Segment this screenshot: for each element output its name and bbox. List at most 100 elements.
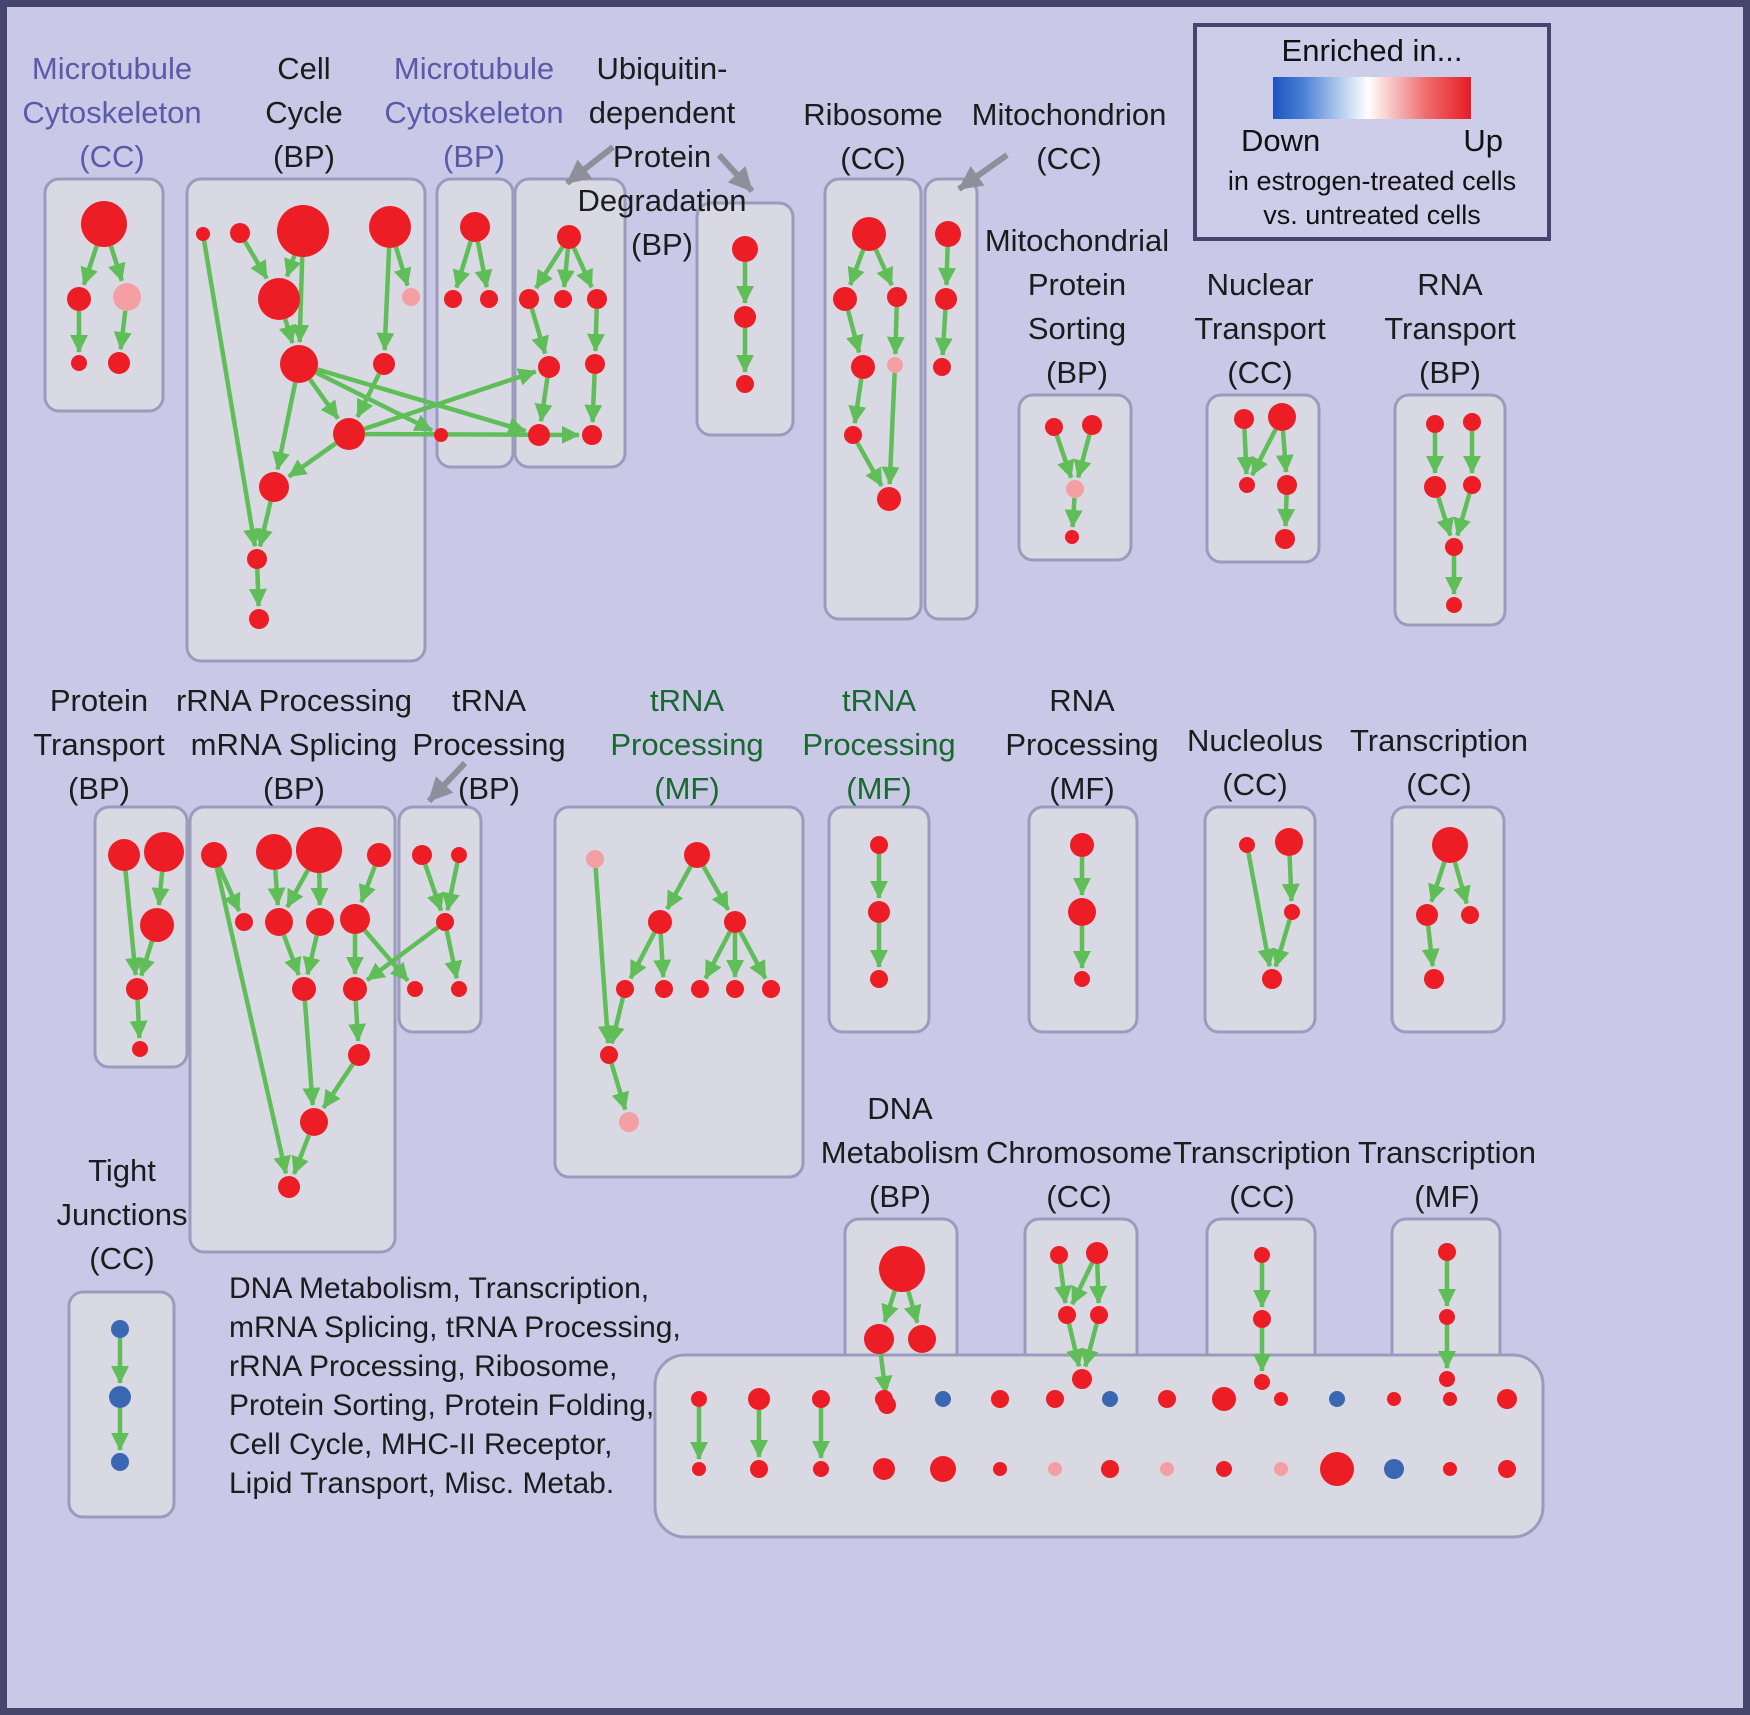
go-term-node-red	[616, 980, 634, 998]
go-term-node-red	[340, 904, 370, 934]
go-term-node-blue	[1329, 1391, 1345, 1407]
edge-arrow	[1070, 1261, 1095, 1306]
go-term-node-red	[1497, 1389, 1517, 1409]
go-term-node-red	[993, 1462, 1007, 1476]
edge-arrow	[108, 245, 126, 282]
edge-arrow	[609, 1062, 630, 1111]
edge-arrow	[1271, 919, 1292, 968]
edge-arrow	[129, 999, 148, 1039]
go-term-node-red	[724, 911, 746, 933]
edge-arrow	[442, 862, 460, 912]
go-term-node-blue	[1102, 1391, 1118, 1407]
go-term-node-red	[300, 1108, 328, 1136]
legend-down-label: Down	[1241, 123, 1321, 158]
go-term-node-red	[833, 287, 857, 311]
go-term-node-blue	[111, 1320, 129, 1338]
go-term-node-red	[933, 358, 951, 376]
go-term-node-red	[1439, 1371, 1455, 1387]
edge-arrow	[903, 1290, 922, 1324]
legend-title: Enriched in...	[1281, 33, 1463, 68]
go-term-node-red	[930, 1456, 956, 1482]
go-term-node-red	[1158, 1390, 1176, 1408]
go-term-node-red	[292, 977, 316, 1001]
go-term-node-red	[277, 205, 329, 257]
go-term-node-red	[1216, 1461, 1232, 1477]
edge-arrow	[278, 318, 297, 344]
edge-arrow	[474, 241, 493, 289]
legend-subtitle-2: vs. untreated cells	[1263, 200, 1481, 230]
edge-arrow	[593, 867, 616, 1044]
go-term-node-red	[1072, 1369, 1092, 1389]
go-term-node-red	[436, 913, 454, 931]
go-term-node-red	[736, 375, 754, 393]
go-term-node-blue	[109, 1386, 131, 1408]
go-term-node-red	[1284, 904, 1300, 920]
go-term-node-red	[132, 1041, 148, 1057]
go-term-node-blue	[935, 1391, 951, 1407]
go-term-node-red	[648, 910, 672, 934]
go-term-node-red	[748, 1388, 770, 1410]
go-term-node-red	[280, 345, 318, 383]
go-term-node-red	[144, 832, 184, 872]
go-term-node-red	[852, 217, 886, 251]
go-term-node-pink	[887, 357, 903, 373]
go-term-node-red	[691, 980, 709, 998]
go-term-node-red	[1387, 1392, 1401, 1406]
label-pointer-arrow	[426, 760, 468, 804]
go-term-node-red	[67, 287, 91, 311]
go-term-node-red	[582, 425, 602, 445]
go-term-node-red	[1101, 1460, 1119, 1478]
go-term-node-red	[480, 290, 498, 308]
go-term-node-red	[908, 1325, 936, 1353]
edge-arrow	[607, 997, 626, 1045]
go-term-node-red	[935, 221, 961, 247]
go-term-node-pink	[619, 1112, 639, 1132]
go-term-node-red	[1068, 898, 1096, 926]
go-term-node-red	[1461, 906, 1479, 924]
edge-arrow	[444, 930, 463, 980]
go-term-node-red	[887, 287, 907, 307]
go-term-node-red	[71, 355, 87, 371]
edge-arrow	[848, 378, 867, 425]
go-term-node-red	[1426, 415, 1444, 433]
go-term-node-red	[1070, 833, 1094, 857]
go-term-node-red	[1275, 828, 1303, 856]
edge-arrow	[243, 240, 269, 280]
go-term-node-red	[519, 289, 539, 309]
edge-arrow	[886, 306, 905, 355]
edge-arrow	[556, 248, 575, 288]
go-term-node-red	[434, 428, 448, 442]
misc-clusters-text: DNA Metabolism, Transcription, mRNA Spli…	[229, 1272, 681, 1500]
go-term-node-red	[451, 847, 467, 863]
go-term-node-red	[554, 290, 572, 308]
nodes	[67, 201, 1517, 1486]
go-term-node-red	[81, 201, 127, 247]
go-term-node-red	[726, 980, 744, 998]
go-term-node-red	[249, 609, 269, 629]
edge-arrow	[308, 378, 340, 420]
go-term-node-red	[1416, 904, 1438, 926]
edge-arrow	[855, 441, 884, 488]
legend-up-label: Up	[1463, 123, 1503, 158]
edge-arrow	[934, 309, 953, 356]
go-term-node-red	[1320, 1452, 1354, 1486]
go-term-node-red	[1058, 1306, 1076, 1324]
go-term-node-red	[373, 353, 395, 375]
go-term-node-red	[451, 981, 467, 997]
edge-arrow	[845, 310, 864, 354]
edge-arrow	[151, 871, 170, 906]
go-term-node-red	[247, 549, 267, 569]
edge-arrow	[873, 248, 894, 287]
edge-arrow	[1236, 428, 1255, 475]
go-term-node-pink	[1160, 1462, 1174, 1476]
go-term-node-red	[1432, 827, 1468, 863]
go-term-node-red	[864, 1324, 894, 1354]
legend-box: Enriched in... Down Up in estrogen-treat…	[1193, 23, 1551, 241]
go-term-node-red	[1443, 1392, 1457, 1406]
go-term-node-red	[278, 1176, 300, 1198]
go-term-node-red	[412, 845, 432, 865]
go-term-node-red	[600, 1046, 618, 1064]
edge-arrow	[80, 245, 99, 286]
edge-arrow	[302, 935, 321, 976]
edge-arrow	[1089, 1263, 1108, 1304]
